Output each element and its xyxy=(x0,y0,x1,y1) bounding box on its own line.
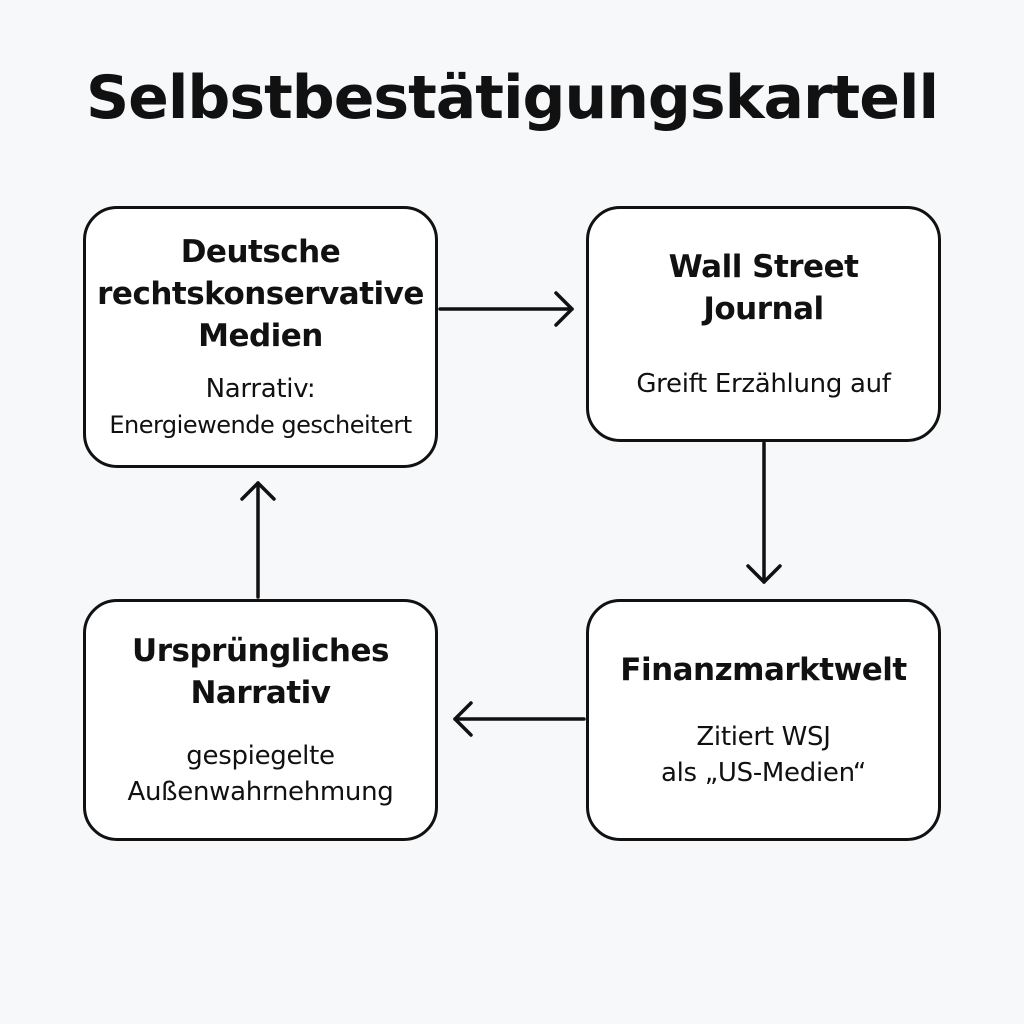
node-description-line: Außenwahrnehmung xyxy=(127,777,394,807)
arrow-urspruengliches-narrativ-to-deutsche-medien xyxy=(240,481,276,599)
node-description-line: Energiewende gescheitert xyxy=(109,411,412,439)
node-urspruengliches-narrativ-description: gespiegelte Außenwahrnehmung xyxy=(128,738,394,810)
node-finanzmarktwelt-title: Finanzmarktwelt xyxy=(620,649,907,691)
node-description-line: als „US-Medien“ xyxy=(660,758,867,788)
node-title-line: Journal xyxy=(703,291,824,327)
node-title-line: Narrativ xyxy=(190,675,331,711)
node-title-line: Wall Street xyxy=(668,249,859,285)
node-wall-street-journal-title: Wall Street Journal xyxy=(669,246,859,330)
node-title-line: Finanzmarktwelt xyxy=(620,652,907,688)
node-deutsche-medien-title: Deutsche rechtskonservative Medien xyxy=(97,231,424,357)
node-description-line: gespiegelte xyxy=(186,741,335,771)
node-title-line: Medien xyxy=(198,318,323,354)
arrow-wsj-to-finanzmarktwelt xyxy=(746,441,782,584)
node-finanzmarktwelt-description: Zitiert WSJ als „US-Medien“ xyxy=(661,719,866,791)
diagram-title: Selbstbestätigungskartell xyxy=(85,63,939,133)
node-description-line: Greift Erzählung auf xyxy=(636,369,891,399)
arrow-deutsche-medien-to-wsj xyxy=(438,291,574,327)
node-urspruengliches-narrativ: Ursprüngliches Narrativ gespiegelte Auße… xyxy=(83,599,438,841)
node-deutsche-medien-description: Narrativ: Energiewende gescheitert xyxy=(109,371,412,443)
node-description-line: Zitiert WSJ xyxy=(696,722,831,752)
node-title-line: Ursprüngliches xyxy=(132,633,389,669)
arrow-finanzmarktwelt-to-urspruengliches-narrativ xyxy=(453,701,586,737)
node-title-line: Deutsche xyxy=(180,234,341,270)
node-wall-street-journal-description: Greift Erzählung auf xyxy=(636,366,891,402)
node-finanzmarktwelt: Finanzmarktwelt Zitiert WSJ als „US-Medi… xyxy=(586,599,941,841)
node-wall-street-journal: Wall Street Journal Greift Erzählung auf xyxy=(586,206,941,442)
node-urspruengliches-narrativ-title: Ursprüngliches Narrativ xyxy=(132,630,389,714)
node-deutsche-medien: Deutsche rechtskonservative Medien Narra… xyxy=(83,206,438,468)
node-description-line: Narrativ: xyxy=(205,374,316,404)
node-title-line: rechtskonservative xyxy=(97,276,424,312)
